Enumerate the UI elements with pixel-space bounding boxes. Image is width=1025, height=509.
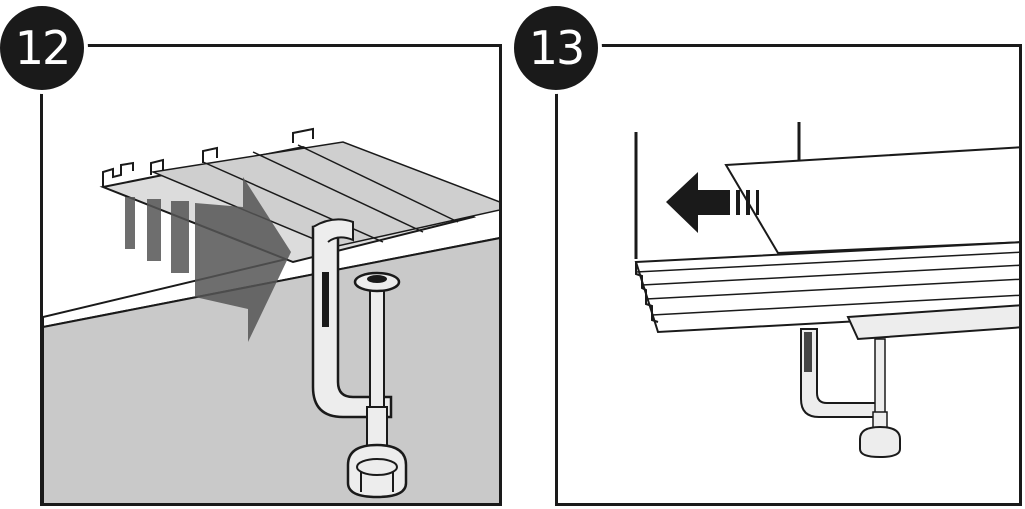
lower-plank (846, 304, 1019, 341)
step-number-badge-12: 12 (0, 2, 88, 94)
step-13-illustration (634, 122, 1019, 459)
step-13-panel (555, 44, 1022, 506)
step-number-badge-13: 13 (510, 2, 602, 94)
step-12-panel (40, 44, 502, 506)
rail (634, 241, 1019, 334)
slide-left-arrow-icon (666, 172, 759, 233)
slide-arrow-icon (125, 177, 291, 342)
rail-shelf (99, 127, 499, 264)
c-clamp-icon (800, 328, 901, 459)
c-clamp-icon (311, 218, 408, 499)
step-12-illustration (43, 127, 499, 503)
upper-plank (724, 146, 1019, 255)
